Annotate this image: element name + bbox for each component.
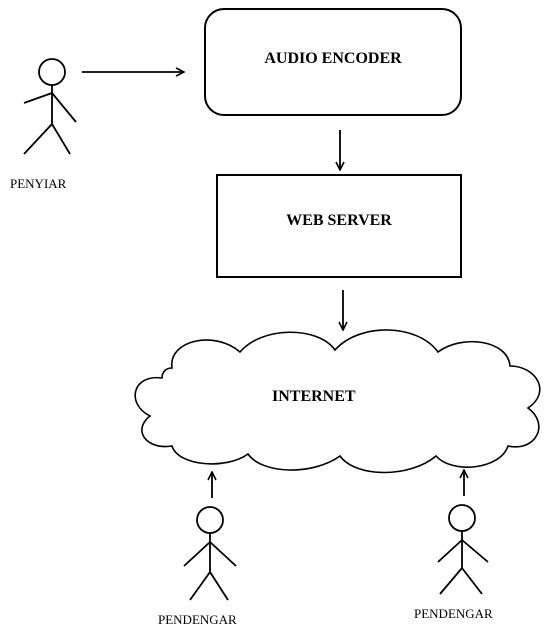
listener-label: PENDENGAR [414,606,493,621]
internet-cloud [134,329,541,474]
web-server-box: WEB SERVER [216,174,462,278]
audio-encoder-label: AUDIO ENCODER [264,50,402,67]
broadcaster-figure-icon [23,58,77,155]
listener-figure-icon [183,506,237,601]
listener-figure-icon [437,504,489,595]
audio-encoder-box: AUDIO ENCODER [204,8,462,116]
internet-label: INTERNET [272,388,356,405]
web-server-label: WEB SERVER [286,212,392,229]
broadcaster-label: PENYIAR [10,176,67,191]
listener-label: PENDENGAR [158,612,237,627]
